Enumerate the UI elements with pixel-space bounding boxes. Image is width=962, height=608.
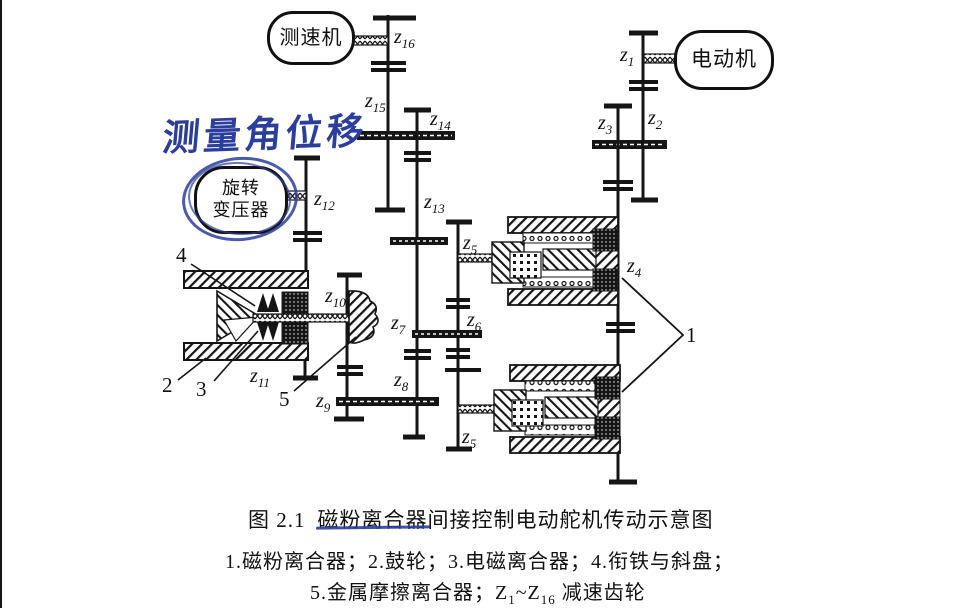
gear-label-z4: z4 — [627, 255, 642, 280]
magnetic-powder-clutch-lower — [493, 364, 621, 454]
gear-label-z11: z11 — [250, 365, 270, 390]
part-label-1: 1 — [686, 323, 697, 347]
handwritten-annotation: 测量角位移 — [160, 109, 370, 160]
magnetic-powder-clutch-upper — [491, 216, 619, 306]
tachometer-bubble: 测速机 — [267, 11, 355, 65]
part-label-5: 5 — [279, 387, 290, 411]
figure-number: 图 2.1 — [248, 508, 306, 532]
part-label-4: 4 — [176, 243, 187, 267]
part-leader-lines — [177, 263, 685, 393]
part-label-3: 3 — [196, 377, 207, 401]
gear-mesh-z15-z14 — [357, 131, 455, 140]
gear-label-z14: z14 — [430, 108, 451, 133]
resolver-label-line1: 旋转 — [222, 178, 260, 199]
gear-label-z5-upper: z5 — [463, 232, 478, 257]
gear-label-z16: z16 — [394, 26, 415, 51]
gear-label-z3: z3 — [598, 112, 613, 137]
gear-z13 — [390, 237, 448, 245]
gear-label-z10: z10 — [325, 285, 346, 310]
figure-caption-title: 图 2.1 磁粉离合器间接控制电动舵机传动示意图 — [248, 504, 714, 534]
caption-title-rest: 间接控制电动舵机传动示意图 — [427, 508, 714, 532]
gear-label-z9: z9 — [316, 390, 331, 415]
shaft-motor-z1-z2 — [629, 30, 676, 203]
resolver-bubble: 旋转 变压器 — [194, 166, 288, 234]
gear-label-z8: z8 — [394, 369, 409, 394]
gear-mesh-z9-z8 — [336, 397, 439, 406]
gear-label-z2: z2 — [648, 107, 663, 132]
tachometer-label: 测速机 — [279, 27, 343, 49]
gear-label-z6: z6 — [467, 309, 482, 334]
caption-struck-text: 磁粉离合器 — [315, 508, 430, 532]
gear-label-z13: z13 — [424, 191, 445, 216]
electromagnetic-clutch-assembly — [183, 270, 355, 361]
shaft-tachometer-z16-z15 — [346, 15, 416, 213]
shaft-z10-z9 — [334, 272, 364, 422]
motor-label: 电动机 — [691, 47, 757, 72]
figure-legend-line2: 5.金属摩擦离合器；Z1~Z16 减速齿轮 — [310, 582, 646, 607]
resolver-label-line2: 变压器 — [212, 200, 270, 220]
gear-label-z15: z15 — [365, 90, 386, 115]
gear-label-z1: z1 — [620, 44, 635, 69]
gear-label-z12: z12 — [314, 188, 335, 213]
motor-bubble: 电动机 — [674, 30, 774, 90]
gear-mesh-z7-z6 — [412, 330, 482, 338]
gear-label-z7: z7 — [391, 312, 406, 337]
shaft-z14-z13-z8 — [403, 107, 431, 440]
metal-friction-clutch-cam — [348, 290, 379, 344]
gear-mesh-z3-z2 — [592, 140, 667, 149]
scan-edge-artifact — [0, 0, 2, 608]
shaft-resolver-z12 — [282, 155, 322, 381]
gear-label-z5-lower: z5 — [462, 426, 477, 451]
part-label-2: 2 — [162, 373, 173, 397]
figure-legend-line1: 1.磁粉离合器；2.鼓轮；3.电磁离合器；4.衔铁与斜盘； — [225, 551, 734, 573]
